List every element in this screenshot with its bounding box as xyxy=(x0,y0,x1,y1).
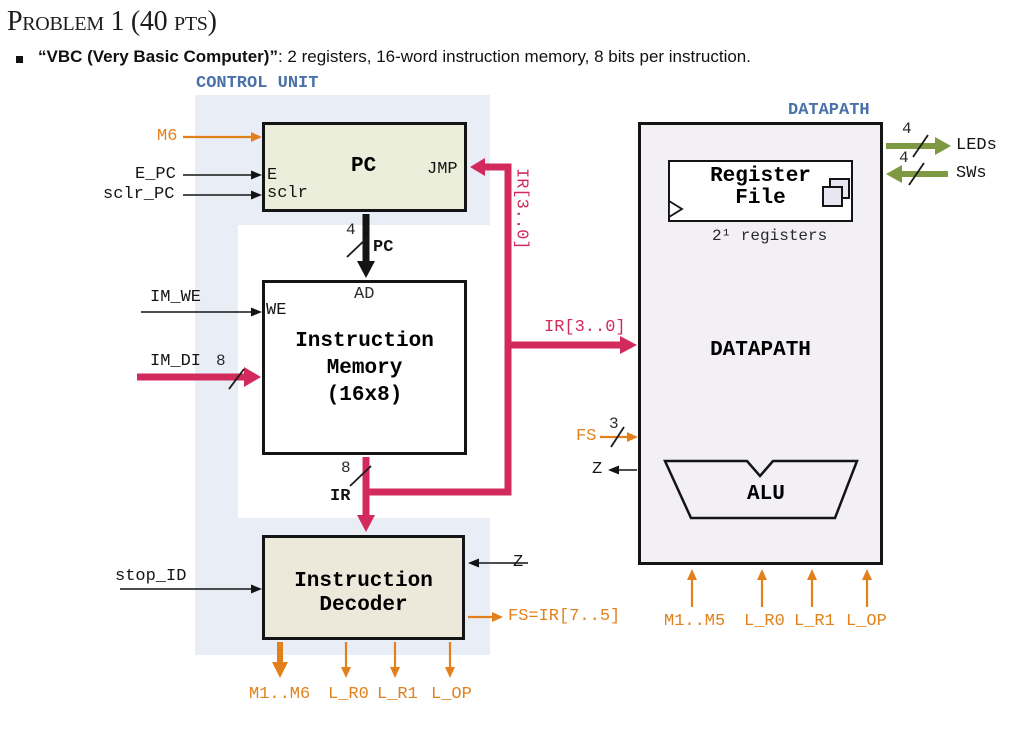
control-unit-label: CONTROL UNIT xyxy=(196,74,319,93)
bullet-text: “VBC (Very Basic Computer)”: 2 registers… xyxy=(38,47,751,67)
ir30-datapath-label: IR[3..0] xyxy=(544,318,626,337)
decoder-title-line2: Decoder xyxy=(319,594,408,617)
datapath-input-label-lr0: L_R0 xyxy=(744,612,785,631)
ir-bus-width-label: 8 xyxy=(341,459,351,477)
ir-to-datapath-arrowhead xyxy=(620,336,637,354)
page-title: Problem 1 (40 pts) xyxy=(7,6,217,37)
sws-label: SWs xyxy=(956,164,987,183)
sws-width-label: 4 xyxy=(899,149,909,167)
fs-output-label: FS=IR[7..5] xyxy=(508,607,621,626)
bullet-marker xyxy=(16,56,23,63)
im-we-label: IM_WE xyxy=(150,288,202,307)
im-di-label: IM_DI xyxy=(150,352,202,371)
decoder-output-label-lr1: L_R1 xyxy=(377,685,418,704)
sws-arrowhead xyxy=(886,165,902,183)
instruction-decoder-block xyxy=(262,535,465,640)
m6-label: M6 xyxy=(157,127,178,146)
z-datapath-label: Z xyxy=(592,460,603,479)
bullet-term: “VBC (Very Basic Computer)” xyxy=(38,47,278,66)
leds-label: LEDs xyxy=(956,136,997,155)
im-title-line3: (16x8) xyxy=(326,384,403,407)
datapath-input-label-lr1: L_R1 xyxy=(794,612,835,631)
im-port-ad: AD xyxy=(354,285,375,304)
ir-bus-label: IR xyxy=(330,487,351,506)
register-count: 2¹ registers xyxy=(712,227,828,245)
alu-title: ALU xyxy=(747,483,785,506)
register-file-block xyxy=(668,160,853,222)
bullet-description: : 2 registers, 16-word instruction memor… xyxy=(277,47,751,66)
decoder-title-line1: Instruction xyxy=(294,570,433,593)
im-title-line2: Memory xyxy=(326,357,403,380)
z-from-datapath-arrowhead xyxy=(608,465,619,475)
registers-stack-icon-front xyxy=(822,186,843,207)
register-file-title: Register File xyxy=(668,166,853,210)
decoder-output-label-lr0: L_R0 xyxy=(328,685,369,704)
z-decoder-label: Z xyxy=(513,553,524,572)
fs-label: FS xyxy=(576,427,597,446)
leds-width-label: 4 xyxy=(902,120,912,138)
im-port-we: WE xyxy=(266,301,287,320)
pc-port-jmp: JMP xyxy=(427,160,458,179)
im-di-width-label: 8 xyxy=(216,352,226,370)
register-file-title-line2: File xyxy=(735,187,786,210)
decoder-output-label-lop: L_OP xyxy=(431,685,472,704)
register-file-title-line1: Register xyxy=(710,165,811,188)
decoder-out-lop-arrowhead xyxy=(445,667,455,678)
decoder-output-label-m: M1..M6 xyxy=(249,685,311,704)
decoder-title: Instruction Decoder xyxy=(262,570,465,618)
datapath-label: DATAPATH xyxy=(788,101,870,120)
datapath-in-lr1-arrowhead xyxy=(807,569,817,580)
sclr-pc-label: sclr_PC xyxy=(103,185,175,204)
sws-width-slash xyxy=(908,162,925,186)
pc-port-sclr: sclr xyxy=(267,184,308,203)
datapath-in-lr0-arrowhead xyxy=(757,569,767,580)
leds-width-slash xyxy=(912,134,929,158)
datapath-in-m-arrowhead xyxy=(687,569,697,580)
fs-output-arrowhead xyxy=(492,612,503,622)
fs-width-label: 3 xyxy=(609,415,619,433)
pc-bus-width-label: 4 xyxy=(346,221,356,239)
e-pc-label: E_PC xyxy=(135,165,176,184)
datapath-input-label-lop: L_OP xyxy=(846,612,887,631)
im-title: Instruction Memory (16x8) xyxy=(262,328,467,409)
datapath-in-lop-arrowhead xyxy=(862,569,872,580)
decoder-out-lr1-arrowhead xyxy=(390,667,400,678)
pc-bus-label: PC xyxy=(373,238,394,257)
im-title-line1: Instruction xyxy=(295,330,434,353)
decoder-out-lr0-arrowhead xyxy=(341,667,351,678)
fs-arrowhead xyxy=(627,432,638,442)
datapath-input-label-m: M1..M5 xyxy=(664,612,726,631)
decoder-out-m-bus-arrowhead xyxy=(272,662,288,678)
ir30-vertical-label: IR[3..0] xyxy=(511,168,531,250)
stop-id-label: stop_ID xyxy=(115,567,187,586)
pc-port-e: E xyxy=(267,166,278,185)
leds-arrowhead xyxy=(935,137,951,155)
pc-title: PC xyxy=(351,155,377,178)
datapath-title: DATAPATH xyxy=(710,339,811,362)
